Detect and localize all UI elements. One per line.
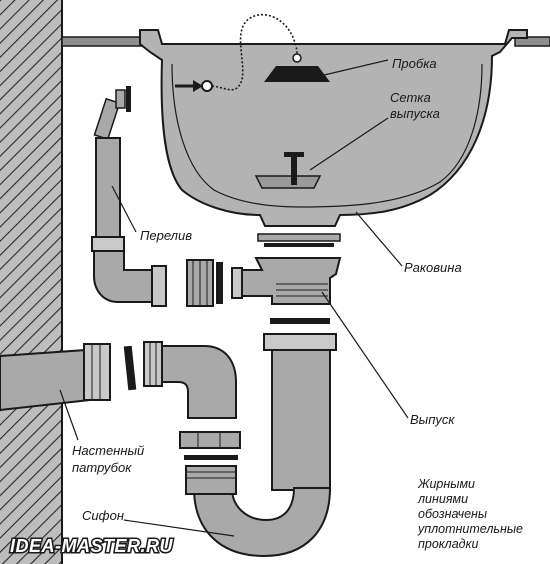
label-nastenny-line1: Настенный bbox=[72, 443, 144, 458]
elbow-pipe bbox=[123, 341, 237, 419]
label-setka-line1: Сетка bbox=[390, 90, 431, 105]
note-line-3: обозначены bbox=[418, 507, 487, 521]
watermark: IDEA-MASTER.RU bbox=[10, 536, 173, 556]
label-rakovina: Раковина bbox=[404, 260, 462, 275]
plug bbox=[264, 53, 330, 82]
wall-pipe bbox=[0, 343, 111, 412]
sink-bowl bbox=[139, 29, 528, 227]
siphon-nut bbox=[179, 431, 241, 495]
drain-strainer bbox=[254, 152, 322, 189]
leader-lines bbox=[59, 59, 409, 537]
overflow-nut bbox=[186, 259, 223, 307]
wall bbox=[0, 0, 63, 564]
outlet bbox=[231, 257, 342, 324]
label-probka: Пробка bbox=[392, 56, 437, 71]
label-nastenny-line2: патрубок bbox=[72, 460, 132, 475]
plug-chain bbox=[211, 13, 298, 91]
note-line-1: Жирными bbox=[417, 477, 475, 491]
note-line-2: линиями bbox=[417, 492, 468, 506]
overflow-pipe bbox=[91, 86, 167, 307]
label-vypusk: Выпуск bbox=[410, 412, 455, 427]
gasket-note: Жирными линиями обозначены уплотнительны… bbox=[417, 477, 523, 551]
label-pereliv: Перелив bbox=[140, 228, 192, 243]
siphon-u-bend bbox=[192, 487, 332, 558]
overflow-hole bbox=[175, 80, 213, 92]
label-sifon: Сифон bbox=[82, 508, 124, 523]
note-line-5: прокладки bbox=[418, 537, 478, 551]
sink-gasket bbox=[257, 233, 341, 247]
siphon-riser bbox=[263, 333, 337, 491]
label-setka-line2: выпуска bbox=[390, 106, 440, 121]
note-line-4: уплотнительные bbox=[417, 522, 523, 536]
